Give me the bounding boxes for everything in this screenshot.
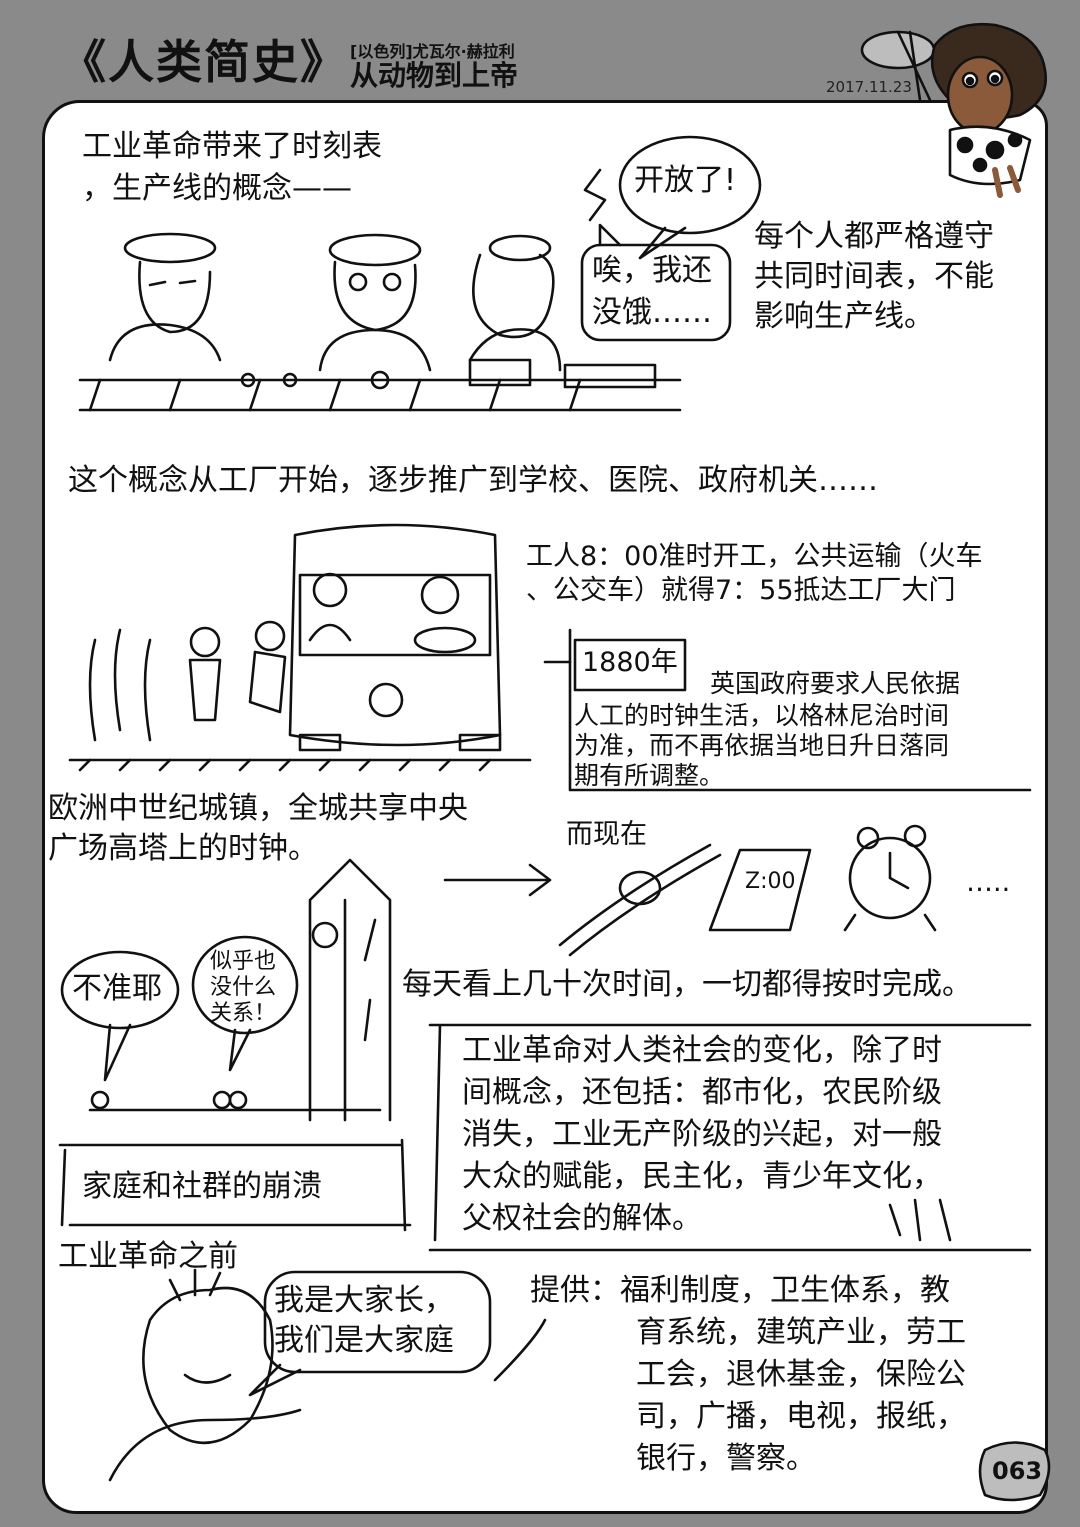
author-line: [以色列]尤瓦尔·赫拉利: [350, 42, 515, 61]
bus-commuters-icon: [68, 523, 532, 772]
bubble-open-outline: [618, 135, 762, 235]
rule-line-2: 共同时间表，不能: [754, 259, 994, 294]
medieval-line-2: 广场高塔上的时钟。: [48, 831, 318, 866]
page-number: 063: [992, 1457, 1043, 1485]
patriarch-line-2: 我们是大家庭: [274, 1323, 454, 1358]
year1880-line-3: 为准，而不再依据当地日升日落同: [574, 731, 950, 760]
book-title: 《人类简史》: [60, 35, 348, 89]
provide-line-1: 提供：福利制度，卫生体系，教: [530, 1273, 950, 1308]
changes-line-2: 间概念，还包括：都市化，农民阶级: [462, 1075, 942, 1110]
intro-line-2: ，生产线的概念——: [82, 171, 352, 206]
bubble-open-text: 开放了!: [634, 163, 737, 198]
transport-line-2: 、公交车）就得7：55抵达工厂大门: [526, 575, 956, 606]
caveman-mascot-icon: [860, 22, 1048, 198]
changes-line-4: 大众的赋能，民主化，青少年文化，: [462, 1159, 942, 1194]
rule-line-3: 影响生产线。: [754, 299, 934, 334]
provide-line-2: 育系统，建筑产业，劳工: [636, 1315, 966, 1350]
spread-text: 这个概念从工厂开始，逐步推广到学校、医院、政府机关……: [68, 463, 878, 498]
bubble-ok-line-2: 没什么: [210, 975, 277, 1000]
provide-line-4: 司，广播，电视，报纸，: [636, 1399, 966, 1434]
patriarch-line-1: 我是大家长，: [274, 1283, 454, 1318]
provide-line-3: 工会，退休基金，保险公: [636, 1357, 966, 1392]
medieval-line-1: 欧洲中世纪城镇，全城共享中央: [48, 791, 468, 826]
alarm-clock-icon: [843, 824, 937, 932]
bubble-inaccurate-text: 不准耶: [72, 971, 162, 1006]
wristwatch-icon: [558, 843, 722, 957]
provide-line-5: 银行，警察。: [636, 1441, 816, 1476]
changes-line-1: 工业革命对人类社会的变化，除了时: [462, 1033, 942, 1068]
bubble-ok-line-1: 似乎也: [210, 949, 277, 974]
year1880-line-1: 英国政府要求人民依据: [710, 669, 961, 698]
smartphone-icon: Z:00: [708, 848, 812, 932]
now-label: 而现在: [566, 819, 647, 850]
phone-screen-text: Z:00: [745, 869, 795, 894]
bubble-hungry-line-1: 唉，我还: [592, 253, 712, 288]
now-ellipsis: …..: [966, 867, 1011, 898]
before-industrial-label: 工业革命之前: [58, 1239, 238, 1274]
assembly-line-workers-icon: [78, 232, 682, 412]
date-label: 2017.11.23: [826, 78, 912, 96]
intro-line-1: 工业革命带来了时刻表: [82, 129, 382, 164]
changes-line-3: 消失，工业无产阶级的兴起，对一般: [462, 1117, 942, 1152]
book-subtitle: 从动物到上帝: [350, 59, 519, 92]
everyday-text: 每天看上几十次时间，一切都得按时完成。: [402, 967, 972, 1002]
bubble-hungry-line-2: 没饿……: [592, 295, 712, 330]
collapse-label: 家庭和社群的崩溃: [82, 1169, 322, 1204]
transport-line-1: 工人8：00准时开工，公共运输（火车: [526, 541, 983, 572]
rule-line-1: 每个人都严格遵守: [754, 219, 994, 254]
year-1880-label: 1880年: [582, 647, 678, 678]
changes-line-5: 父权社会的解体。: [462, 1201, 702, 1236]
year1880-line-2: 人工的时钟生活，以格林尼治时间: [574, 701, 950, 730]
clock-tower-icon: [88, 858, 392, 1122]
bubble-ok-line-3: 关系！: [210, 1001, 277, 1026]
comic-panel: [42, 100, 1048, 1514]
year1880-line-4: 期有所调整。: [574, 761, 725, 790]
